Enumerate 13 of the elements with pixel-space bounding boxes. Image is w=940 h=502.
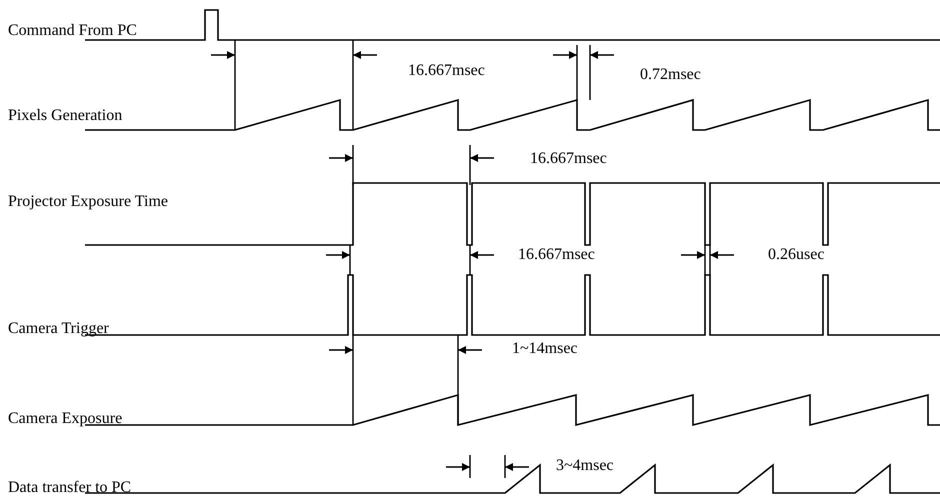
signal-name: Data transfer to PC: [8, 479, 132, 497]
dimension-label: 16.667msec: [408, 62, 485, 80]
signal-name: Camera Trigger: [8, 320, 109, 338]
signal-name: Command From PC: [8, 22, 137, 40]
dimension-label: 16.667msec: [518, 246, 595, 264]
signal-name: Camera Exposure: [8, 410, 122, 428]
signal-name: Projector Exposure Time: [8, 193, 168, 211]
dimension-label: 1~14msec: [512, 340, 578, 358]
signal-name: Pixels Generation: [8, 107, 122, 125]
dimension-label: 3~4msec: [556, 457, 614, 475]
dimension-label: 0.72msec: [640, 66, 701, 84]
dimension-label: 16.667msec: [530, 150, 607, 168]
dimension-label: 0.26usec: [768, 246, 824, 264]
